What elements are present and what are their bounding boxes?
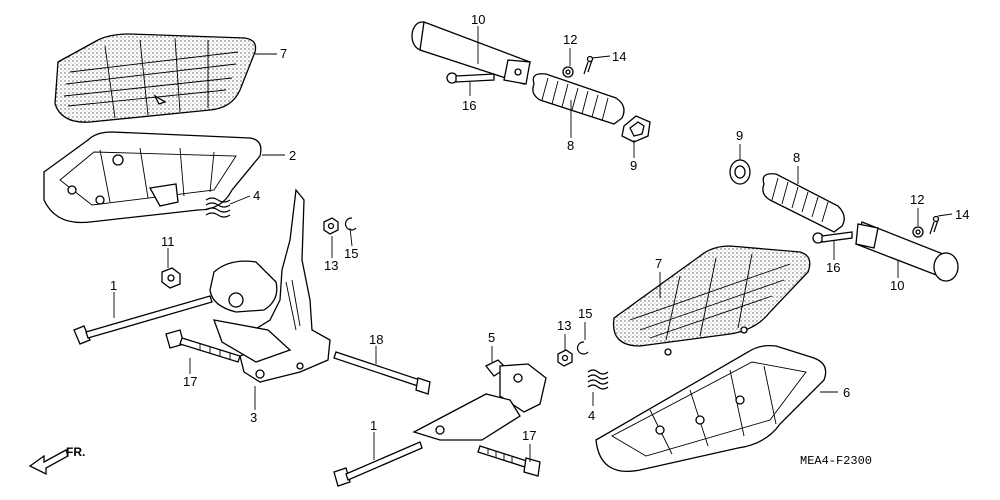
part-13-lower-washer <box>557 349 573 367</box>
diagram-code: MEA4-F2300 <box>800 454 872 468</box>
callout-1-left: 1 <box>110 278 117 293</box>
callout-9-upper: 9 <box>630 158 637 173</box>
part-13-left-washer <box>323 217 339 235</box>
part-5-lower-bracket <box>412 359 547 441</box>
part-9-right-washer <box>729 159 751 185</box>
leader-lines <box>113 26 953 462</box>
callout-18: 18 <box>369 332 383 347</box>
callout-16-upper: 16 <box>462 98 476 113</box>
part-14-upper-cotter <box>583 55 594 75</box>
callout-4-left: 4 <box>253 188 260 203</box>
part-17-left-bolt <box>165 329 241 363</box>
callout-16-right: 16 <box>826 260 840 275</box>
callout-8-right: 8 <box>793 150 800 165</box>
part-8-upper-grip <box>532 73 625 125</box>
callout-13-left: 13 <box>324 258 338 273</box>
callout-4-right: 4 <box>588 408 595 423</box>
part-7-right-step-rubber <box>612 245 811 356</box>
callout-7-left: 7 <box>280 46 287 61</box>
callout-12-upper: 12 <box>563 32 577 47</box>
callout-15-left: 15 <box>344 246 358 261</box>
part-12-right-washer <box>912 226 924 238</box>
callout-5: 5 <box>488 330 495 345</box>
callout-17-left: 17 <box>183 374 197 389</box>
part-4-right-spring <box>587 369 609 390</box>
part-15-lower-clip <box>576 341 589 355</box>
part-1-lower-bolt <box>333 441 423 487</box>
callout-10-right: 10 <box>890 278 904 293</box>
callout-8-upper: 8 <box>567 138 574 153</box>
callout-3: 3 <box>250 410 257 425</box>
part-12-upper-washer <box>562 66 574 78</box>
part-14-right-cotter <box>929 215 940 235</box>
part-1-left-bolt <box>73 295 213 345</box>
part-6-right-step-frame <box>595 344 827 472</box>
part-11-nut <box>161 267 181 289</box>
callout-7-right: 7 <box>655 256 662 271</box>
part-9-upper-washer <box>621 115 651 143</box>
part-16-upper-pin <box>446 72 495 84</box>
part-16-right-pin <box>812 231 853 244</box>
callout-14-right: 14 <box>955 207 969 222</box>
callout-13-lower: 13 <box>557 318 571 333</box>
front-arrow-label: FR. <box>66 445 85 459</box>
part-18-long-bolt <box>333 351 431 395</box>
part-10-right-pin <box>855 221 959 282</box>
part-3-bracket <box>209 188 331 383</box>
callout-17-lower: 17 <box>522 428 536 443</box>
part-10-upper-pin <box>411 21 531 85</box>
part-8-right-grip <box>762 173 845 233</box>
callout-10-upper: 10 <box>471 12 485 27</box>
callout-15-lower: 15 <box>578 306 592 321</box>
part-7-left-step-rubber <box>54 33 257 123</box>
callout-1-lower: 1 <box>370 418 377 433</box>
front-arrow-icon <box>28 449 69 476</box>
part-17-lower-bolt <box>477 445 541 477</box>
callout-6: 6 <box>843 385 850 400</box>
part-15-left-clip <box>344 217 357 231</box>
part-2-left-step-frame <box>43 131 262 224</box>
callout-14-upper: 14 <box>612 49 626 64</box>
part-4-left-spring <box>205 197 231 218</box>
callout-2: 2 <box>289 148 296 163</box>
callout-11: 11 <box>161 234 175 249</box>
callout-12-right: 12 <box>910 192 924 207</box>
callout-9-right: 9 <box>736 128 743 143</box>
